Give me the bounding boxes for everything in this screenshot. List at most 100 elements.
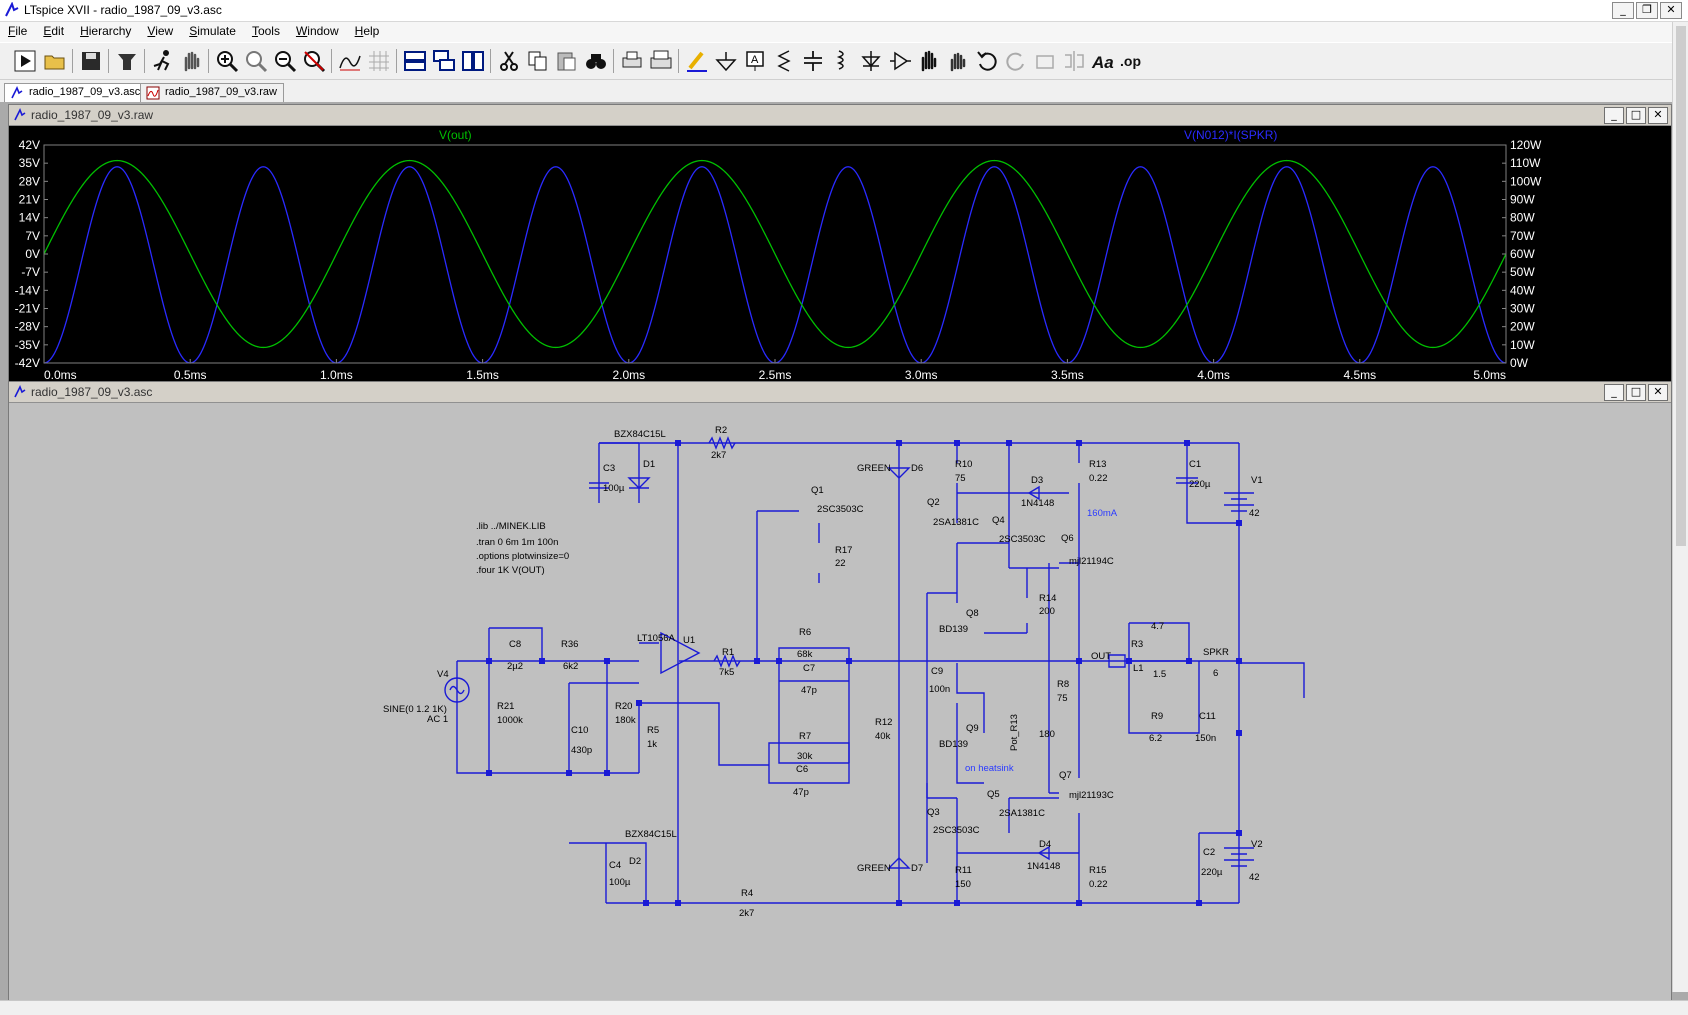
label-c2: C2 xyxy=(1203,847,1215,858)
label-r2: R2 xyxy=(715,425,727,436)
menu-tools[interactable]: Tools xyxy=(251,24,280,38)
undo-icon[interactable] xyxy=(974,48,1000,74)
inductor-icon[interactable] xyxy=(829,48,855,74)
menu-simulate[interactable]: Simulate xyxy=(189,24,236,38)
legend-power[interactable]: V(N012)*I(SPKR) xyxy=(1184,128,1277,142)
mdi-workspace: radio_1987_09_v3.raw _ □ ✕ V(out) V(N012… xyxy=(0,102,1688,1014)
vertical-scrollbar[interactable] xyxy=(1672,22,1688,992)
save-icon[interactable] xyxy=(78,48,104,74)
label-d3: D3 xyxy=(1031,475,1043,486)
close-button[interactable]: ✕ xyxy=(1660,2,1682,19)
legend-vout[interactable]: V(out) xyxy=(439,128,472,142)
schematic-maximize-button[interactable]: □ xyxy=(1626,384,1646,401)
zoom-in-icon[interactable] xyxy=(214,48,240,74)
minimize-button[interactable]: _ xyxy=(1612,2,1634,19)
control-panel-icon[interactable] xyxy=(114,48,140,74)
waveform-plot[interactable]: V(out) V(N012)*I(SPKR) 42V35V28V21V14V7V… xyxy=(9,126,1669,394)
cut-icon[interactable] xyxy=(496,48,522,74)
label-q7m: mjl21193C xyxy=(1069,790,1114,801)
cascade-icon[interactable] xyxy=(431,48,457,74)
label-spkrv: 6 xyxy=(1213,668,1218,679)
label-r1v: 7k5 xyxy=(719,667,734,678)
menu-edit[interactable]: Edit xyxy=(43,24,65,38)
label-c11: C11 xyxy=(1199,711,1216,722)
schematic-canvas[interactable]: BZX84C15L R2 2k7 C3 100µ D1 Q1 2SC3503C … xyxy=(9,403,1671,1010)
waveform-close-button[interactable]: ✕ xyxy=(1648,107,1668,124)
label-q6: Q6 xyxy=(1061,533,1074,544)
ground-icon[interactable] xyxy=(713,48,739,74)
y-right-tick-label: 0W xyxy=(1510,356,1529,370)
menu-file[interactable]: File xyxy=(8,24,28,38)
tile-horizontal-icon[interactable] xyxy=(402,48,428,74)
pan-icon[interactable] xyxy=(178,48,204,74)
component-icon[interactable] xyxy=(887,48,913,74)
diode-icon[interactable] xyxy=(858,48,884,74)
label-lt1056a: LT1056A xyxy=(637,633,676,644)
component-labels: BZX84C15L R2 2k7 C3 100µ D1 Q1 2SC3503C … xyxy=(383,425,1263,919)
zoom-full-icon[interactable] xyxy=(243,48,269,74)
tab-schematic[interactable]: radio_1987_09_v3.asc xyxy=(4,83,148,102)
run-icon[interactable] xyxy=(12,48,38,74)
mirror-icon[interactable] xyxy=(1061,48,1087,74)
label-net-icon[interactable]: A xyxy=(742,48,768,74)
capacitor-icon[interactable] xyxy=(800,48,826,74)
scrollbar-thumb[interactable] xyxy=(1676,26,1686,546)
x-tick-label: 3.5ms xyxy=(1051,368,1084,382)
waveform-window-titlebar[interactable]: radio_1987_09_v3.raw _ □ ✕ xyxy=(9,105,1671,126)
copy-icon[interactable] xyxy=(525,48,551,74)
status-bar xyxy=(0,1000,1688,1015)
rotate-icon[interactable] xyxy=(1032,48,1058,74)
halt-icon[interactable] xyxy=(150,48,176,74)
y-right-tick-label: 50W xyxy=(1510,265,1535,279)
text-icon[interactable]: Aa xyxy=(1090,48,1116,74)
y-left-tick-label: -42V xyxy=(15,356,40,370)
label-v4: V4 xyxy=(437,669,449,680)
label-r7: R7 xyxy=(799,731,811,742)
x-tick-label: 1.0ms xyxy=(320,368,353,382)
autorange-icon[interactable] xyxy=(337,48,363,74)
schematic-minimize-button[interactable]: _ xyxy=(1604,384,1624,401)
label-directive-1: .lib ../MINEK.LIB xyxy=(476,521,546,532)
label-r36: R36 xyxy=(561,639,578,650)
waveform-minimize-button[interactable]: _ xyxy=(1604,107,1624,124)
tab-waveform[interactable]: radio_1987_09_v3.raw xyxy=(140,83,284,102)
tile-vertical-icon[interactable] xyxy=(460,48,486,74)
label-c10: C10 xyxy=(571,725,588,736)
redo-icon[interactable] xyxy=(1003,48,1029,74)
menu-help[interactable]: Help xyxy=(354,24,380,38)
label-v1: V1 xyxy=(1251,475,1263,486)
print-icon[interactable] xyxy=(619,48,645,74)
label-bzx-top: BZX84C15L xyxy=(614,429,666,440)
y-right-tick-label: 120W xyxy=(1510,138,1542,152)
menu-window[interactable]: Window xyxy=(295,24,339,38)
label-r36v: 6k2 xyxy=(563,661,578,672)
spice-directive-icon[interactable]: .op xyxy=(1119,48,1145,74)
zoom-cancel-icon[interactable] xyxy=(301,48,327,74)
label-green-top: GREEN xyxy=(857,463,891,474)
label-c2v: 220µ xyxy=(1201,867,1223,878)
open-icon[interactable] xyxy=(42,48,68,74)
waveform-maximize-button[interactable]: □ xyxy=(1626,107,1646,124)
label-q6m: mjl21194C xyxy=(1069,556,1114,567)
menu-view[interactable]: View xyxy=(147,24,174,38)
label-c1v: 220µ xyxy=(1189,479,1211,490)
label-c8v: 2µ2 xyxy=(507,661,523,672)
draw-wire-icon[interactable] xyxy=(684,48,710,74)
schematic-close-button[interactable]: ✕ xyxy=(1648,384,1668,401)
resistor-icon[interactable] xyxy=(771,48,797,74)
y-right-tick-label: 60W xyxy=(1510,247,1535,261)
paste-icon[interactable] xyxy=(554,48,580,74)
find-icon[interactable] xyxy=(583,48,609,74)
schematic-drawing[interactable]: BZX84C15L R2 2k7 C3 100µ D1 Q1 2SC3503C … xyxy=(9,403,1669,1008)
restore-button[interactable]: ❐ xyxy=(1636,2,1658,19)
menu-hierarchy[interactable]: Hierarchy xyxy=(80,24,132,38)
schematic-window-titlebar[interactable]: radio_1987_09_v3.asc _ □ ✕ xyxy=(9,382,1671,403)
move-icon[interactable] xyxy=(916,48,942,74)
label-c6: C6 xyxy=(796,764,808,775)
print-setup-icon[interactable] xyxy=(648,48,674,74)
label-r20v: 180k xyxy=(615,715,636,726)
drag-icon[interactable] xyxy=(945,48,971,74)
grid-icon[interactable] xyxy=(366,48,392,74)
zoom-out-icon[interactable] xyxy=(272,48,298,74)
